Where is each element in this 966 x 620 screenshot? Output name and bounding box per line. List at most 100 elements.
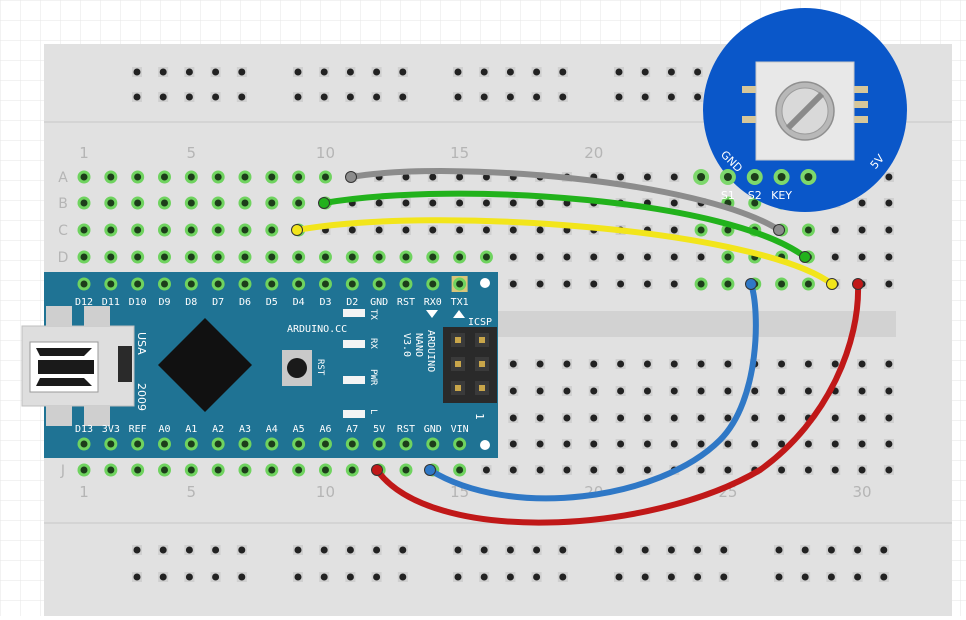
encoder-pin[interactable] (723, 173, 732, 181)
breadboard-hole[interactable] (563, 360, 571, 368)
breadboard-hole[interactable] (214, 253, 222, 261)
breadboard-hole[interactable] (536, 280, 544, 288)
nano-pin[interactable] (214, 440, 222, 448)
breadboard-hole[interactable] (80, 466, 88, 474)
nano-pin[interactable] (160, 280, 168, 288)
nano-pin[interactable] (321, 280, 329, 288)
breadboard-hole[interactable] (858, 226, 866, 234)
rail-hole[interactable] (159, 546, 167, 554)
rail-hole[interactable] (775, 546, 783, 554)
breadboard-hole[interactable] (617, 173, 625, 181)
breadboard-hole[interactable] (778, 280, 786, 288)
breadboard-hole[interactable] (134, 226, 142, 234)
rail-hole[interactable] (185, 68, 193, 76)
breadboard-hole[interactable] (160, 226, 168, 234)
rail-hole[interactable] (294, 93, 302, 101)
nano-pin[interactable] (134, 440, 142, 448)
rail-hole[interactable] (880, 573, 888, 581)
nano-pin[interactable] (160, 440, 168, 448)
wire-end-red[interactable] (852, 278, 864, 290)
encoder-pin[interactable] (777, 173, 786, 181)
rail-hole[interactable] (238, 573, 246, 581)
breadboard-hole[interactable] (536, 253, 544, 261)
breadboard-hole[interactable] (590, 280, 598, 288)
breadboard-hole[interactable] (536, 440, 544, 448)
breadboard-hole[interactable] (509, 253, 517, 261)
nano-pin[interactable] (187, 440, 195, 448)
nano-pin[interactable] (187, 280, 195, 288)
breadboard-hole[interactable] (134, 253, 142, 261)
breadboard-hole[interactable] (617, 414, 625, 422)
rail-hole[interactable] (185, 93, 193, 101)
breadboard-hole[interactable] (348, 226, 356, 234)
rail-hole[interactable] (827, 573, 835, 581)
breadboard-hole[interactable] (563, 280, 571, 288)
breadboard-hole[interactable] (268, 253, 276, 261)
breadboard-hole[interactable] (214, 173, 222, 181)
rail-hole[interactable] (454, 68, 462, 76)
rail-hole[interactable] (667, 93, 675, 101)
rail-hole[interactable] (238, 93, 246, 101)
breadboard-hole[interactable] (643, 414, 651, 422)
rail-hole[interactable] (480, 573, 488, 581)
reset-button-cap[interactable] (287, 358, 307, 378)
nano-pin[interactable] (456, 440, 464, 448)
breadboard-hole[interactable] (724, 226, 732, 234)
rail-hole[interactable] (559, 68, 567, 76)
breadboard-hole[interactable] (563, 414, 571, 422)
breadboard-hole[interactable] (670, 280, 678, 288)
breadboard-hole[interactable] (885, 226, 893, 234)
rail-hole[interactable] (615, 93, 623, 101)
breadboard-hole[interactable] (804, 387, 812, 395)
rail-hole[interactable] (454, 546, 462, 554)
breadboard-hole[interactable] (670, 253, 678, 261)
breadboard-hole[interactable] (617, 360, 625, 368)
breadboard-hole[interactable] (456, 199, 464, 207)
rail-hole[interactable] (615, 546, 623, 554)
breadboard-hole[interactable] (670, 360, 678, 368)
rail-hole[interactable] (506, 573, 514, 581)
breadboard-hole[interactable] (617, 466, 625, 474)
nano-pin[interactable] (375, 280, 383, 288)
nano-pin[interactable] (268, 280, 276, 288)
wire-end-green[interactable] (318, 197, 330, 209)
breadboard-hole[interactable] (670, 173, 678, 181)
breadboard-hole[interactable] (724, 360, 732, 368)
breadboard-hole[interactable] (563, 466, 571, 474)
breadboard-hole[interactable] (536, 387, 544, 395)
breadboard-hole[interactable] (482, 226, 490, 234)
breadboard-hole[interactable] (858, 360, 866, 368)
rail-hole[interactable] (238, 546, 246, 554)
breadboard-hole[interactable] (509, 360, 517, 368)
rail-hole[interactable] (559, 573, 567, 581)
breadboard-hole[interactable] (402, 253, 410, 261)
rail-hole[interactable] (294, 68, 302, 76)
breadboard-hole[interactable] (617, 253, 625, 261)
rail-hole[interactable] (454, 93, 462, 101)
wire-end-gray[interactable] (773, 224, 785, 236)
breadboard-hole[interactable] (80, 199, 88, 207)
breadboard-hole[interactable] (509, 226, 517, 234)
breadboard-hole[interactable] (804, 440, 812, 448)
rail-hole[interactable] (854, 546, 862, 554)
breadboard-hole[interactable] (214, 466, 222, 474)
breadboard-hole[interactable] (697, 466, 705, 474)
breadboard-hole[interactable] (187, 466, 195, 474)
breadboard-hole[interactable] (858, 440, 866, 448)
breadboard-hole[interactable] (160, 253, 168, 261)
rail-hole[interactable] (533, 68, 541, 76)
rail-hole[interactable] (615, 68, 623, 76)
breadboard-hole[interactable] (858, 387, 866, 395)
breadboard-hole[interactable] (107, 199, 115, 207)
rail-hole[interactable] (212, 68, 220, 76)
breadboard-hole[interactable] (885, 280, 893, 288)
breadboard-hole[interactable] (804, 226, 812, 234)
breadboard-hole[interactable] (214, 199, 222, 207)
rail-hole[interactable] (212, 93, 220, 101)
rail-hole[interactable] (559, 546, 567, 554)
breadboard-hole[interactable] (429, 226, 437, 234)
rail-hole[interactable] (185, 573, 193, 581)
breadboard-hole[interactable] (509, 199, 517, 207)
breadboard-hole[interactable] (670, 226, 678, 234)
breadboard-hole[interactable] (724, 280, 732, 288)
